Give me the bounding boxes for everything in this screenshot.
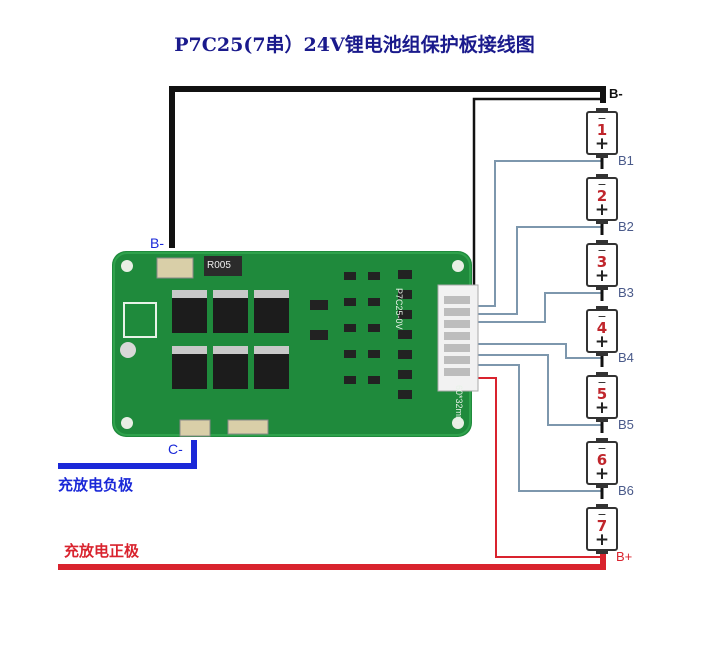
label-c-minus: C- <box>168 441 183 457</box>
cell-minus-3: − <box>597 244 607 257</box>
b4-balance-wire <box>476 343 603 359</box>
label-b6: B6 <box>618 483 634 498</box>
label-b4: B4 <box>618 350 634 365</box>
board-silk-side: 60*32mm <box>454 385 464 424</box>
b6-balance-wire <box>476 364 603 492</box>
cell-plus-2: + <box>594 200 610 220</box>
b3-balance-wire <box>476 292 603 323</box>
cell-number-3: 3 <box>596 253 608 271</box>
battery-cell-5: − 5 + <box>586 372 618 422</box>
cell-plus-4: + <box>594 332 610 352</box>
cell-plus-1: + <box>594 134 610 154</box>
label-b2: B2 <box>618 219 634 234</box>
cell-number-7: 7 <box>596 517 608 535</box>
cell-number-1: 1 <box>596 121 608 139</box>
cell-number-5: 5 <box>596 385 608 403</box>
battery-cell-4: − 4 + <box>586 306 618 356</box>
b1-balance-wire <box>476 160 603 307</box>
label-negative-terminal: 充放电负极 <box>58 476 134 494</box>
diagram-title: P7C25(7串）24V锂电池组保护板接线图 <box>174 34 535 56</box>
b5-balance-wire <box>476 354 603 426</box>
cell-plus-3: + <box>594 266 610 286</box>
cell-plus-7: + <box>594 530 610 550</box>
label-b-plus: B+ <box>616 549 633 564</box>
cell-minus-6: − <box>597 442 607 455</box>
cell-number-4: 4 <box>596 319 608 337</box>
battery-cell-3: − 3 + <box>586 240 618 290</box>
cell-number-2: 2 <box>596 187 608 205</box>
cell-minus-2: − <box>597 178 607 191</box>
label-b-minus-board: B- <box>150 235 164 251</box>
label-positive-terminal: 充放电正极 <box>64 542 140 560</box>
label-b-minus-pack: B- <box>609 86 623 101</box>
b-minus-balance-wire <box>472 97 601 290</box>
label-b1: B1 <box>618 153 634 168</box>
battery-cell-2: − 2 + <box>586 174 618 224</box>
c-minus-wire <box>58 440 197 469</box>
cell-plus-6: + <box>594 464 610 484</box>
battery-cell-7: − 7 + <box>586 504 618 554</box>
b-minus-main-wire <box>169 86 606 248</box>
label-b5: B5 <box>618 417 634 432</box>
shunt-resistor-label: R005 <box>207 260 231 271</box>
battery-cell-1: − 1 + <box>586 108 618 158</box>
cell-number-6: 6 <box>596 451 608 469</box>
board-silk-top: P7C25-0V <box>394 288 404 330</box>
cell-minus-1: − <box>597 112 607 125</box>
cell-plus-5: + <box>594 398 610 418</box>
b-plus-balance-wire <box>476 377 603 558</box>
protection-board <box>112 251 479 437</box>
battery-cell-6: − 6 + <box>586 438 618 488</box>
cell-minus-4: − <box>597 310 607 323</box>
cell-minus-7: − <box>597 508 607 521</box>
label-b3: B3 <box>618 285 634 300</box>
cell-minus-5: − <box>597 376 607 389</box>
b2-balance-wire <box>476 226 603 315</box>
pos-main-wire <box>58 553 606 570</box>
